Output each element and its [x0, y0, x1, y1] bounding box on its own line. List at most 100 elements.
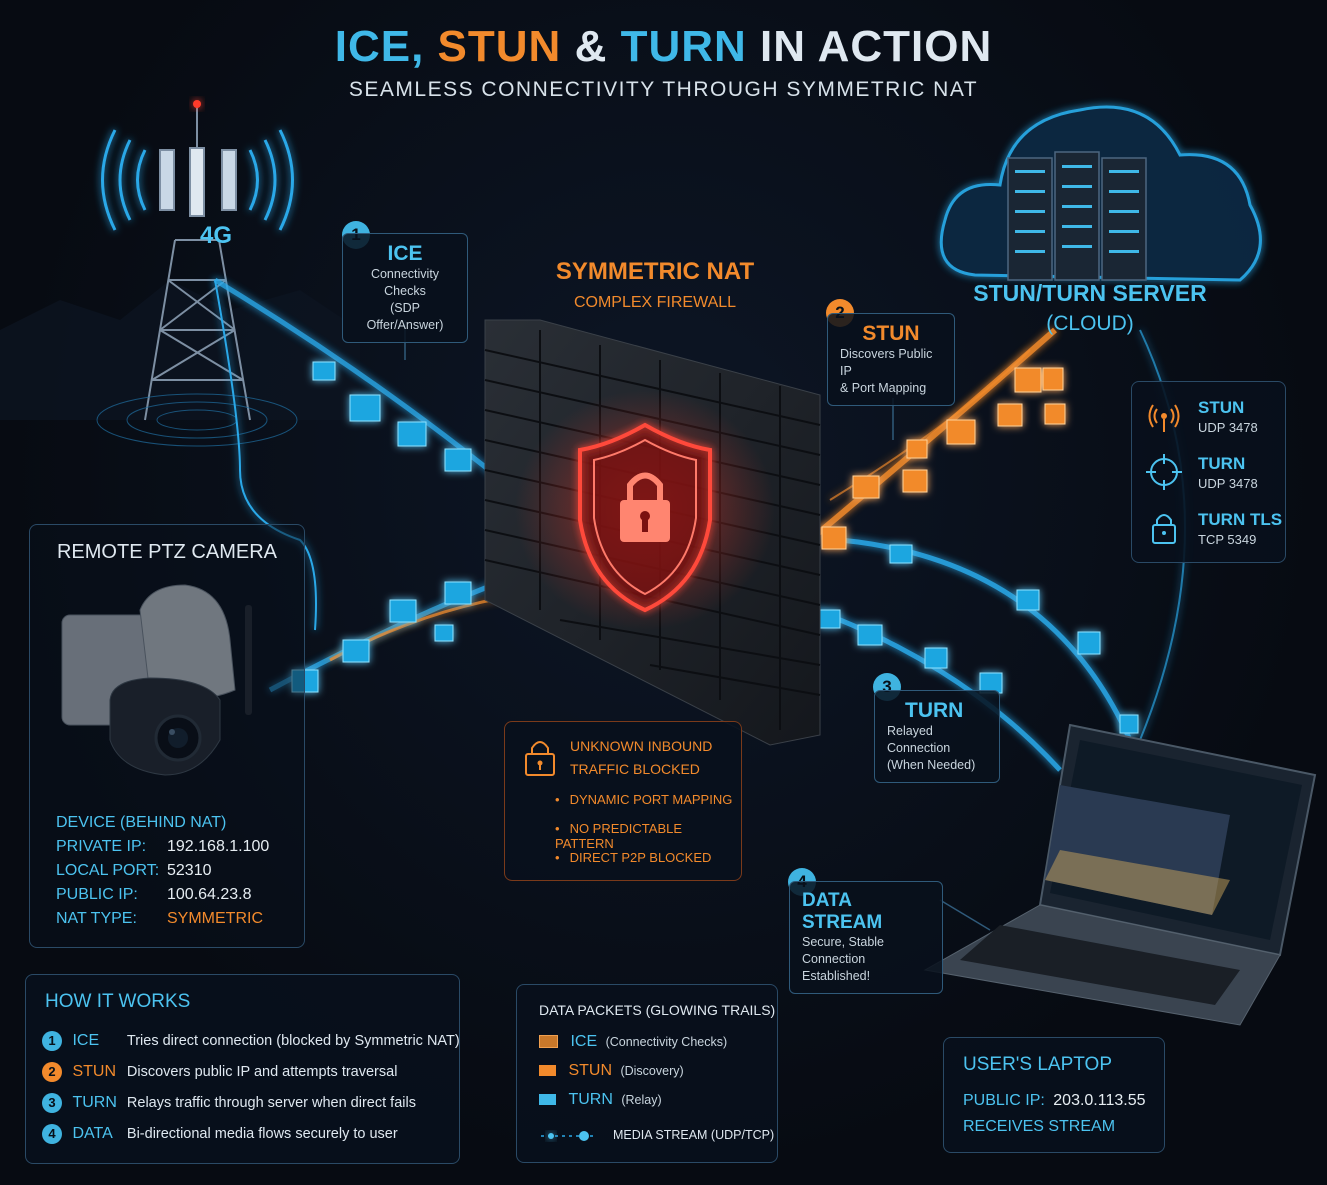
turn-callout-line1: Relayed Connection [887, 724, 951, 755]
mountains [0, 280, 360, 420]
data-callout-line1: Secure, Stable Connection [802, 935, 884, 966]
camera-row-value: 100.64.23.8 [167, 886, 252, 903]
laptop-ip-row: PUBLIC IP: 203.0.113.55 [963, 1092, 1146, 1110]
how-step-name: STUN [72, 1063, 117, 1080]
stun-packets [821, 367, 1066, 550]
stun-callout-title: STUN [862, 322, 920, 345]
camera-title: REMOTE PTZ CAMERA [56, 541, 277, 563]
port-value: TCP 5349 [1198, 532, 1257, 547]
legend-title: DATA PACKETS (GLOWING TRAILS) [539, 1002, 776, 1018]
blocked-panel: UNKNOWN INBOUND TRAFFIC BLOCKED •DYNAMIC… [504, 721, 742, 881]
how-step-name: ICE [72, 1032, 100, 1049]
camera-row-value: SYMMETRIC [167, 910, 263, 927]
legend-item: STUN (Discovery) [539, 1062, 684, 1080]
blocked-bullet-text: NO PREDICTABLE PATTERN [555, 821, 683, 851]
turn-callout-title: TURN [905, 699, 964, 722]
page-subtitle: SEAMLESS CONNECTIVITY THROUGH SYMMETRIC … [348, 78, 979, 101]
how-step-name: TURN [72, 1094, 117, 1111]
port-value: UDP 3478 [1198, 476, 1258, 491]
how-step: 3 TURN Relays traffic through server whe… [42, 1093, 416, 1113]
port-name: TURN TLS [1198, 510, 1283, 529]
how-step-desc: Tries direct connection (blocked by Symm… [126, 1033, 460, 1049]
title-stun: STUN [437, 22, 562, 71]
media-stream-icon [541, 1131, 597, 1141]
how-step-desc: Discovers public IP and attempts travers… [126, 1064, 398, 1080]
legend-name: ICE [570, 1033, 598, 1050]
padlock-outline-icon [525, 741, 555, 776]
server-racks [1007, 151, 1147, 281]
how-step: 2 STUN Discovers public IP and attempts … [42, 1062, 397, 1082]
ice-callout: ICE Connectivity Checks (SDP Offer/Answe… [342, 233, 468, 343]
blocked-bullet: •NO PREDICTABLE PATTERN [555, 821, 683, 851]
blocked-bullet-text: DIRECT P2P BLOCKED [569, 850, 712, 865]
how-step-badge: 3 [42, 1093, 62, 1113]
how-step-desc: Relays traffic through server when direc… [126, 1095, 416, 1111]
port-name: STUN [1198, 398, 1245, 417]
nat-subtitle: COMPLEX FIREWALL [573, 294, 737, 311]
legend-swatch [539, 1094, 556, 1106]
laptop-illustration [923, 723, 1317, 1026]
laptop-status: RECEIVES STREAM [963, 1118, 1116, 1135]
stun-callout-line1: Discovers Public IP [840, 347, 933, 378]
data-callout-title: DATA STREAM [802, 890, 883, 933]
legend-name: STUN [568, 1062, 613, 1079]
how-step: 4 DATA Bi-directional media flows secure… [42, 1124, 398, 1144]
how-title: HOW IT WORKS [45, 991, 191, 1012]
page-title: ICE, STUN & TURN IN ACTION [0, 22, 1327, 72]
legend-item: ICE (Connectivity Checks) [539, 1033, 727, 1051]
camera-row-key: PUBLIC IP: [56, 886, 138, 903]
title-rest: IN ACTION [760, 22, 993, 71]
laptop-ip-label: PUBLIC IP: [963, 1092, 1045, 1109]
camera-row-key: PRIVATE IP: [56, 838, 147, 855]
how-step-badge: 4 [42, 1124, 62, 1144]
signal-waves [101, 129, 294, 231]
legend-item: TURN (Relay) [539, 1091, 662, 1109]
stun-callout-line2: & Port Mapping [840, 381, 927, 395]
blocked-bullet-text: DYNAMIC PORT MAPPING [569, 792, 733, 807]
tower-camera-link [214, 279, 317, 631]
title-ice: ICE, [334, 22, 425, 71]
cloud-shape [939, 105, 1262, 282]
blocked-bullet: •DYNAMIC PORT MAPPING [555, 792, 733, 807]
lock-icon [1152, 514, 1176, 544]
port-name: TURN [1198, 454, 1246, 473]
laptop-panel: USER'S LAPTOP PUBLIC IP: 203.0.113.55 RE… [943, 1037, 1165, 1153]
camera-row-key: NAT TYPE: [56, 910, 137, 927]
device-label: DEVICE (BEHIND NAT) [56, 814, 227, 831]
broadcast-icon [1148, 404, 1180, 432]
ice-callout-title: ICE [387, 242, 423, 265]
server-title: STUN/TURN SERVER [973, 280, 1207, 306]
how-step: 1 ICE Tries direct connection (blocked b… [42, 1031, 460, 1051]
how-step-badge: 2 [42, 1062, 62, 1082]
cell-tower [144, 105, 251, 421]
title-amp: & [574, 22, 608, 71]
laptop-title: USER'S LAPTOP [963, 1054, 1112, 1075]
nat-title: SYMMETRIC NAT [555, 258, 755, 285]
server-subtitle: (CLOUD) [1046, 312, 1134, 335]
ice-callout-line1: Connectivity Checks [370, 267, 440, 298]
camera-packets [291, 581, 472, 693]
blocked-line2: TRAFFIC BLOCKED [570, 761, 700, 777]
legend-swatch [539, 1065, 556, 1077]
title-turn: TURN [620, 22, 747, 71]
data-callout-line2: Established! [802, 969, 871, 983]
ground-rings [96, 393, 298, 447]
port-value: UDP 3478 [1198, 420, 1258, 435]
legend-note: (Relay) [621, 1093, 662, 1107]
legend-swatch [539, 1035, 558, 1049]
legend-panel: DATA PACKETS (GLOWING TRAILS) ICE (Conne… [516, 984, 778, 1163]
turn-callout: TURN Relayed Connection (When Needed) [874, 690, 1000, 783]
crosshair-icon [1146, 454, 1182, 490]
camera-panel: REMOTE PTZ CAMERA DEVICE (BEHIND NAT) PR… [29, 524, 305, 948]
legend-media: MEDIA STREAM (UDP/TCP) [613, 1128, 775, 1142]
legend-name: TURN [568, 1091, 613, 1108]
camera-row: NAT TYPE: SYMMETRIC [56, 910, 263, 928]
blocked-line1: UNKNOWN INBOUND [570, 738, 713, 754]
ice-callout-line2: (SDP Offer/Answer) [366, 301, 444, 332]
ice-trail [213, 277, 522, 497]
laptop-ip: 203.0.113.55 [1053, 1092, 1146, 1109]
tower-beacon [193, 100, 201, 108]
ports-panel: STUN UDP 3478 TURN UDP 3478 TURN TLS TCP… [1131, 381, 1286, 563]
stun-callout: STUN Discovers Public IP & Port Mapping [827, 313, 955, 406]
